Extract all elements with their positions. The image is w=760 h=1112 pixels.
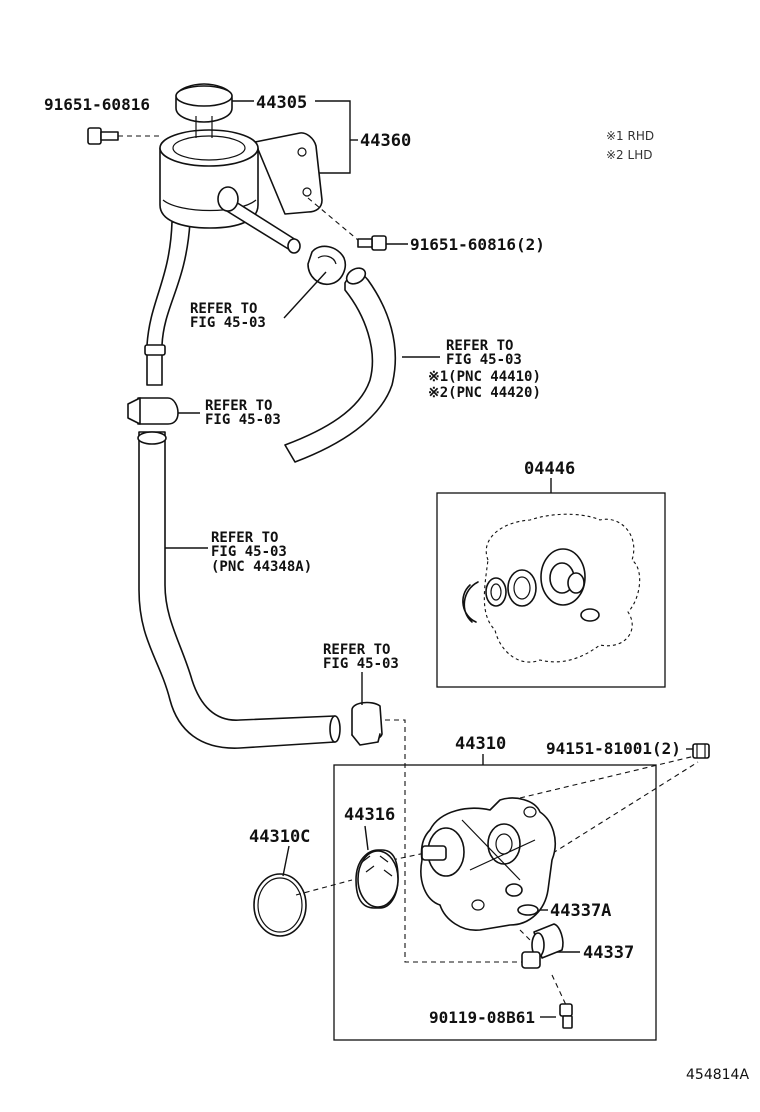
label-clamp-upper-line1: REFER TO bbox=[190, 301, 257, 317]
label-cap: 44305 bbox=[256, 93, 307, 113]
label-return-hose-line2: FIG 45-03 bbox=[446, 352, 522, 368]
label-union: 44337 bbox=[583, 943, 634, 963]
suction-hose bbox=[137, 221, 341, 749]
label-pump: 44310 bbox=[455, 734, 506, 754]
union-bolt bbox=[559, 1003, 573, 1029]
label-return-hose-line1: REFER TO bbox=[446, 338, 513, 354]
label-oring-big: 44310C bbox=[249, 827, 310, 847]
label-return-hose-line3: ※1(PNC 44410) bbox=[428, 369, 541, 385]
label-suction-hose-line2: FIG 45-03 bbox=[211, 544, 287, 560]
label-reservoir: 44360 bbox=[360, 131, 411, 151]
label-pulley: 44316 bbox=[344, 805, 395, 825]
union-fitting bbox=[521, 923, 564, 969]
oring-big bbox=[253, 873, 307, 937]
pump-body bbox=[420, 797, 556, 931]
label-clamp-upper-line2: FIG 45-03 bbox=[190, 315, 266, 331]
oring-small bbox=[517, 904, 539, 916]
label-clamp-lower-line2: FIG 45-03 bbox=[323, 656, 399, 672]
reservoir-illustration bbox=[159, 83, 323, 254]
note-rhd: ※1 RHD bbox=[606, 129, 654, 143]
label-clamp-mid-line2: FIG 45-03 bbox=[205, 412, 281, 428]
return-hose bbox=[284, 267, 396, 463]
pulley bbox=[355, 849, 399, 909]
bolt-left-illustration bbox=[87, 127, 119, 145]
bolt-right-illustration bbox=[357, 235, 387, 251]
leader-lines bbox=[165, 100, 693, 1018]
clamp-lower bbox=[351, 701, 383, 746]
label-bolt-left: 91651-60816 bbox=[44, 95, 150, 114]
label-suction-hose-line3: (PNC 44348A) bbox=[211, 559, 312, 575]
clamp-mid bbox=[127, 397, 179, 425]
label-suction-hose-line1: REFER TO bbox=[211, 530, 278, 546]
label-clamp-mid-line1: REFER TO bbox=[205, 398, 272, 414]
label-union-bolt: 90119-08B61 bbox=[429, 1008, 535, 1027]
kit-contents bbox=[462, 513, 641, 663]
pump-bolt bbox=[692, 743, 710, 759]
label-bolt-right: 91651-60816(2) bbox=[410, 235, 545, 254]
illustration-id: 454814A bbox=[686, 1067, 749, 1083]
label-pump-bolt: 94151-81001(2) bbox=[546, 739, 681, 758]
pump-box bbox=[333, 764, 657, 1041]
note-lhd: ※2 LHD bbox=[606, 148, 652, 162]
label-oring-small: 44337A bbox=[550, 901, 611, 921]
bolt-right-guide bbox=[307, 197, 359, 241]
label-clamp-lower-line1: REFER TO bbox=[323, 642, 390, 658]
clamp-upper bbox=[307, 245, 346, 286]
label-return-hose-line4: ※2(PNC 44420) bbox=[428, 385, 541, 401]
label-kit: 04446 bbox=[524, 459, 575, 479]
